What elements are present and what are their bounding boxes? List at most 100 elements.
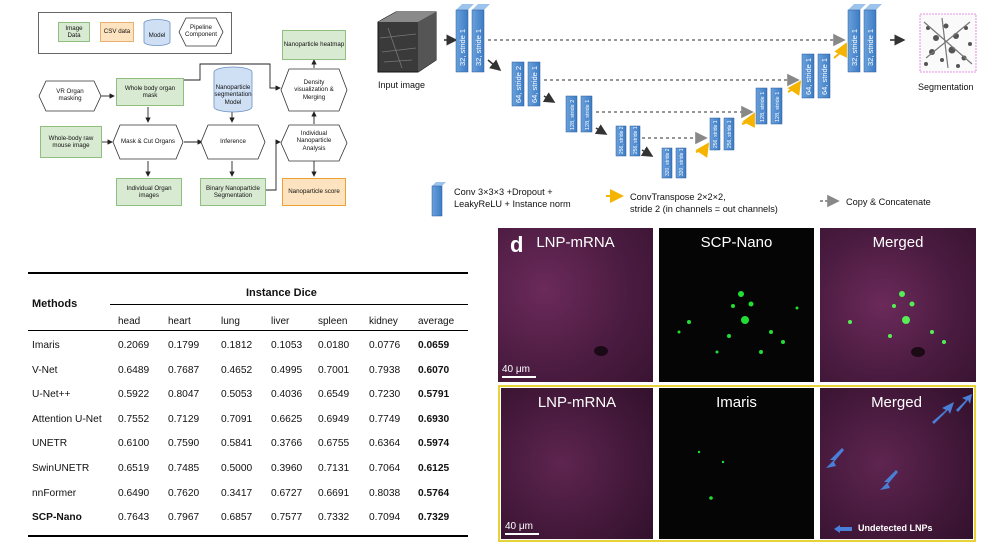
whole-body-mask-node: Whole body organ mask <box>116 78 184 106</box>
table-cell: 0.7332 <box>318 512 350 524</box>
panel-title: SCP-Nano <box>700 234 773 251</box>
inference-label: Inference <box>220 138 246 145</box>
panel-lnp-mrna-1: LNP-mRNA 40 μm <box>498 228 653 382</box>
col-header: heart <box>168 316 191 327</box>
methods-header: Methods <box>32 298 78 310</box>
legend-convt-text-2: stride 2 (in channels = out channels) <box>630 204 778 214</box>
col-header: spleen <box>318 316 348 327</box>
table-cell: 0.3960 <box>271 463 303 474</box>
table-cell: 0.7329 <box>418 512 450 524</box>
svg-text:64, stride 1: 64, stride 1 <box>804 58 813 95</box>
table-cell: 0.1812 <box>221 340 253 351</box>
imaris-dots <box>697 450 725 500</box>
legend-model-icon <box>143 19 171 46</box>
undetected-label: Undetected LNPs <box>858 523 933 533</box>
vr-organ-hex <box>38 80 102 112</box>
panel-title: LNP-mRNA <box>536 234 615 251</box>
table-cell: 0.1053 <box>271 340 303 351</box>
enc-level3: 128, stride 2 128, stride 1 <box>565 95 593 133</box>
vr-organ-label: VR Organ masking <box>56 88 84 103</box>
legend-csv-data: CSV data <box>100 22 134 42</box>
binary-seg-node: Binary Nanoparticle Segmentation <box>200 178 266 206</box>
table-cell: 0.8047 <box>168 389 200 401</box>
table-bottom-rule <box>28 535 468 537</box>
table-cell: 0.7620 <box>168 487 200 499</box>
svg-text:320, stride 2: 320, stride 2 <box>665 148 671 176</box>
group-rule <box>110 304 468 305</box>
panel-title: Imaris <box>716 394 757 411</box>
row2-frame <box>498 385 976 542</box>
svg-text:256, stride 2: 256, stride 2 <box>619 126 625 154</box>
svg-text:128, stride 1: 128, stride 1 <box>775 92 781 122</box>
enc-level2: 64, stride 2 64, stride 1 <box>511 61 541 107</box>
dec-level1: 32, stride 1 32, stride 1 <box>847 4 882 73</box>
table-cell: 0.7131 <box>318 463 350 474</box>
method-name: U-Net++ <box>32 389 71 401</box>
svg-text:320, stride 1: 320, stride 1 <box>679 148 685 176</box>
table-cell: 0.6489 <box>118 364 150 376</box>
unet-blocks: 32, stride 1 32, stride 1 64, stride 2 6… <box>431 4 906 217</box>
panel-letter: d <box>510 232 524 257</box>
table-cell: 0.8038 <box>369 487 401 499</box>
seg-model-label: Nanoparticle segmentation Model <box>214 84 252 106</box>
table-cell: 0.5053 <box>221 389 253 401</box>
table-cell: 0.0776 <box>369 340 401 351</box>
table-top-rule <box>28 272 468 274</box>
table-cell: 0.5841 <box>221 438 253 450</box>
table-cell: 0.0659 <box>418 340 450 351</box>
col-header: head <box>118 316 141 327</box>
instance-dice-header: Instance Dice <box>246 287 317 299</box>
mask-cut-label: Mask & Cut Organs <box>121 138 175 145</box>
input-label: Input image <box>378 80 426 90</box>
table-cell: 0.6857 <box>221 512 253 524</box>
legend-copy-text: Copy & Concatenate <box>846 197 931 207</box>
table-cell: 0.7590 <box>168 438 200 450</box>
scale-bar: 40 μm <box>505 521 539 535</box>
unet-diagram: Input image Segmentation <box>360 0 1000 225</box>
analysis-hex <box>280 124 348 162</box>
merged-dots <box>848 291 946 357</box>
undetected-arrows <box>826 394 972 533</box>
method-name: SwinUNETR <box>32 463 90 474</box>
col-header: liver <box>271 316 290 327</box>
method-name: SCP-Nano <box>32 512 82 524</box>
density-hex <box>280 68 348 112</box>
table-cell: 0.7643 <box>118 512 150 524</box>
table-cell: 0.7749 <box>369 413 401 425</box>
output-cube-image <box>919 13 977 73</box>
svg-text:64, stride 2: 64, stride 2 <box>514 66 523 103</box>
table-cell: 0.6125 <box>418 463 450 474</box>
table-cell: 0.6949 <box>318 413 350 425</box>
table-cell: 0.5791 <box>418 389 450 401</box>
panel-title: LNP-mRNA <box>537 394 617 411</box>
flowchart-legend <box>38 12 232 54</box>
enc-level4: 256, stride 2 256, stride 1 <box>615 125 641 157</box>
panel-lnp-mrna-2: LNP-mRNA 40 μm <box>501 388 653 539</box>
table-cell: 0.7967 <box>168 512 200 524</box>
output-label: Segmentation <box>918 82 974 92</box>
svg-text:32, stride 1: 32, stride 1 <box>866 29 875 66</box>
svg-text:64, stride 1: 64, stride 1 <box>820 58 829 95</box>
dec-level3: 128, stride 1 128, stride 1 <box>755 87 783 125</box>
analysis-label: Individual Nanoparticle Analysis <box>296 130 332 152</box>
table-cell: 0.6727 <box>271 487 303 499</box>
svg-text:128, stride 1: 128, stride 1 <box>760 92 766 122</box>
table-cell: 0.7230 <box>369 389 401 401</box>
header-rule <box>28 330 468 331</box>
panel-title: Merged <box>871 394 922 411</box>
dec-level2: 64, stride 1 64, stride 1 <box>801 53 831 99</box>
table-cell: 0.4995 <box>271 364 303 376</box>
table-cell: 0.6691 <box>318 487 350 499</box>
scale-bar: 40 μm <box>502 364 536 378</box>
bottleneck: 320, stride 2 320, stride 1 <box>661 147 687 179</box>
table-cell: 0.1799 <box>168 340 200 351</box>
method-name: V-Net <box>32 364 58 376</box>
svg-text:32, stride 1: 32, stride 1 <box>850 29 859 66</box>
table-cell: 0.3417 <box>221 487 253 499</box>
table-cell: 0.7552 <box>118 413 150 425</box>
table-cell: 0.4652 <box>221 364 253 376</box>
col-header: lung <box>221 316 240 327</box>
table-cell: 0.5922 <box>118 389 150 401</box>
panel-merged-1: Merged <box>820 228 976 382</box>
panel-title: Merged <box>872 234 924 251</box>
